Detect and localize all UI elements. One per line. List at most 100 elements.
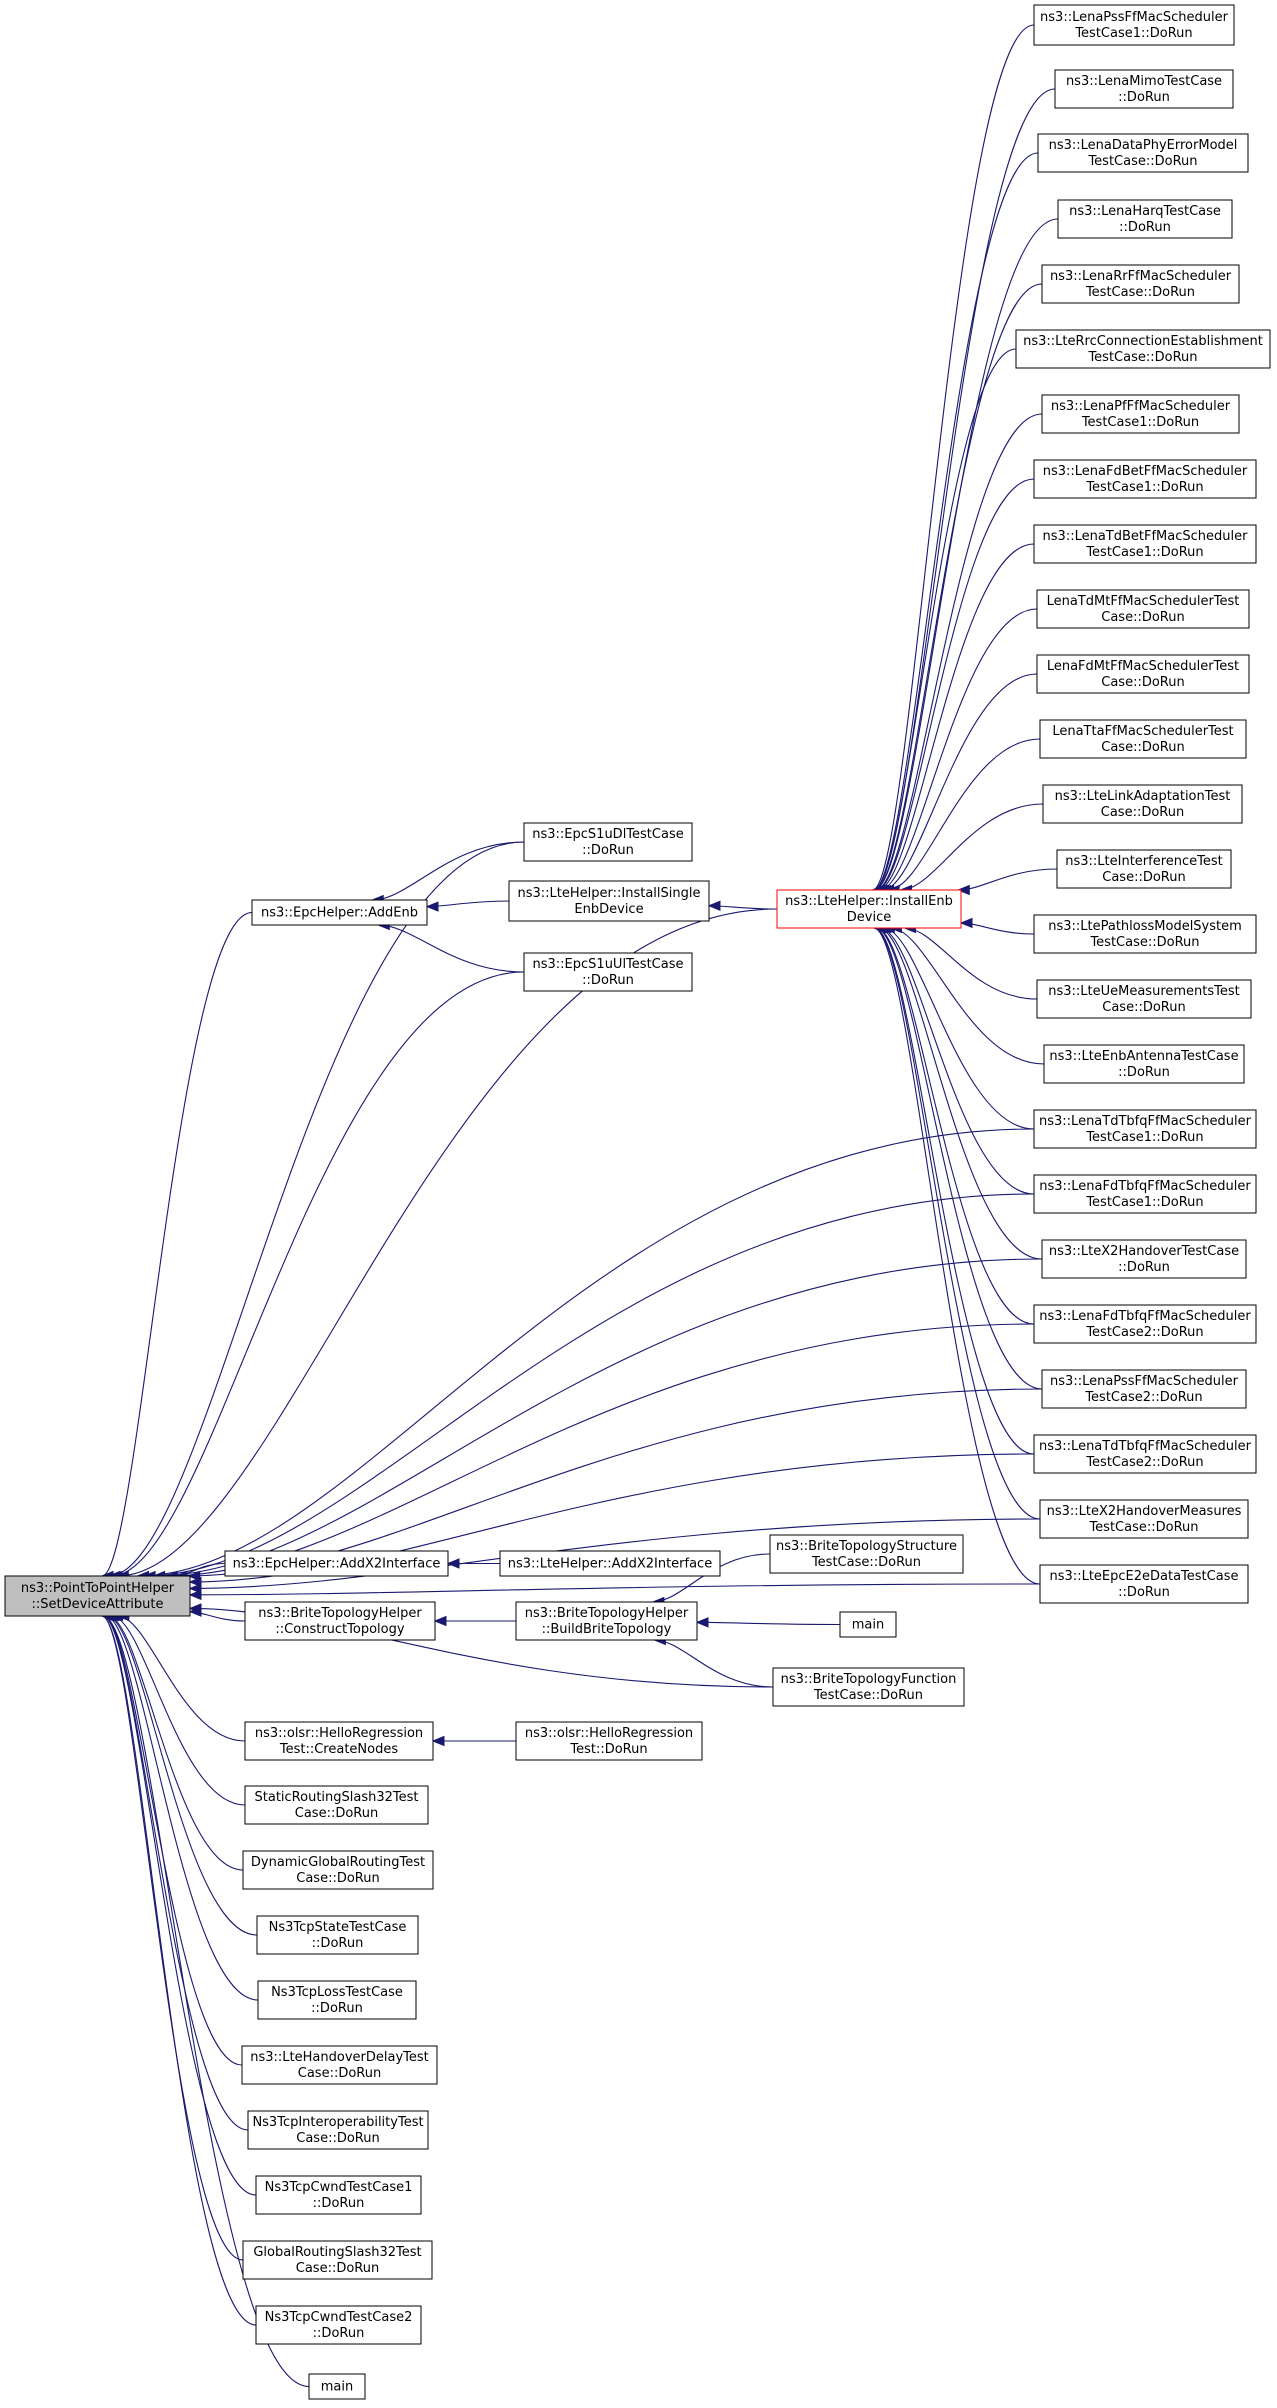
edge-rrc-to-lte_install_enb [873,348,1017,891]
node-label: ns3::LenaPssFfMacScheduler [1040,10,1229,25]
node-pss1[interactable]: ns3::LenaPssFfMacSchedulerTestCase1::DoR… [1033,4,1235,46]
node-fdtbfq1[interactable]: ns3::LenaFdTbfqFfMacSchedulerTestCase1::… [1033,1174,1257,1214]
node-epc-s1u-ul[interactable]: ns3::EpcS1uUlTestCase::DoRun [523,952,693,992]
node-cwnd1[interactable]: Ns3TcpCwndTestCase1::DoRun [255,2175,422,2215]
arrowhead [187,1570,201,1582]
node-tdtbfq1[interactable]: ns3::LenaTdTbfqFfMacSchedulerTestCase1::… [1033,1109,1257,1149]
edge-fdtbfq2-to-lte_install_enb [876,927,1035,1325]
node-label: ::ConstructTopology [275,1622,404,1637]
node-olsr-create[interactable]: ns3::olsr::HelloRegressionTest::CreateNo… [244,1721,434,1761]
node-label: ns3::LenaRrFfMacScheduler [1050,269,1232,284]
edge-epce2e-to-lte_install_enb [873,927,1041,1585]
node-box [839,1611,897,1638]
node-label: LenaTdMtFfMacSchedulerTest [1047,594,1240,609]
node-pathloss[interactable]: ns3::LtePathlossModelSystemTestCase::DoR… [1033,914,1257,954]
node-label: Case::DoRun [1102,870,1185,885]
node-label: ::DoRun [1118,1585,1170,1600]
edge-main1-to-brite_build [696,1621,841,1626]
node-x2hom[interactable]: ns3::LteX2HandoverMeasuresTestCase::DoRu… [1039,1499,1249,1539]
node-harq[interactable]: ns3::LenaHarqTestCase::DoRun [1057,199,1233,239]
node-epc-add-enb[interactable]: ns3::EpcHelper::AddEnb [251,899,428,926]
node-brite-struct[interactable]: ns3::BriteTopologyStructureTestCase::DoR… [769,1534,964,1574]
node-box [255,2175,422,2215]
node-tcpstate[interactable]: Ns3TcpStateTestCase::DoRun [256,1915,419,1955]
nodes: ns3::PointToPointHelper::SetDeviceAttrib… [4,4,1271,2400]
node-box [499,1550,721,1577]
node-box [1039,1564,1249,1604]
edge-olsr_create-to-root [117,1615,246,1742]
node-main2[interactable]: main [308,2373,366,2400]
node-label: TestCase2::DoRun [1085,1325,1203,1340]
node-root[interactable]: ns3::PointToPointHelper::SetDeviceAttrib… [4,1575,191,1617]
node-box [224,1550,449,1577]
node-brite-build[interactable]: ns3::BriteTopologyHelper::BuildBriteTopo… [515,1601,698,1641]
node-lte-addx2[interactable]: ns3::LteHelper::AddX2Interface [499,1550,721,1577]
node-x2ho[interactable]: ns3::LteX2HandoverTestCase::DoRun [1041,1239,1247,1279]
node-pss2[interactable]: ns3::LenaPssFfMacSchedulerTestCase2::DoR… [1041,1369,1247,1409]
node-label: Device [847,910,891,925]
node-label: Case::DoRun [298,2066,381,2081]
node-epce2e[interactable]: ns3::LteEpcE2eDataTestCase::DoRun [1039,1564,1249,1604]
node-fdtbfq2[interactable]: ns3::LenaFdTbfqFfMacSchedulerTestCase2::… [1033,1304,1257,1344]
node-brite-func[interactable]: ns3::BriteTopologyFunctionTestCase::DoRu… [772,1667,965,1707]
node-box [515,1721,703,1761]
node-label: ns3::LenaDataPhyErrorModel [1049,138,1238,153]
node-label: ns3::olsr::HelloRegression [255,1726,423,1741]
node-epc-addx2[interactable]: ns3::EpcHelper::AddX2Interface [224,1550,449,1577]
node-label: ::DoRun [1118,1065,1170,1080]
node-tdtbfq2[interactable]: ns3::LenaTdTbfqFfMacSchedulerTestCase2::… [1033,1434,1257,1474]
node-main1[interactable]: main [839,1611,897,1638]
node-brite-construct[interactable]: ns3::BriteTopologyHelper::ConstructTopol… [244,1601,436,1641]
node-label: ns3::BriteTopologyHelper [258,1606,422,1621]
node-mimo[interactable]: ns3::LenaMimoTestCase::DoRun [1054,69,1234,109]
edges [100,24,1059,2388]
node-label: ns3::LenaFdBetFfMacScheduler [1043,464,1248,479]
node-fdbet[interactable]: ns3::LenaFdBetFfMacSchedulerTestCase1::D… [1033,459,1257,499]
edge-epce2e-to-root [189,1583,1041,1596]
edge-fdtbfq1-to-lte_install_enb [879,927,1035,1195]
node-label: ::DoRun [313,2326,365,2341]
node-label: Case::DoRun [296,2261,379,2276]
arrowhead [188,1583,202,1594]
arrowhead [707,900,721,912]
node-cwnd2[interactable]: Ns3TcpCwndTestCase2::DoRun [255,2305,422,2345]
node-box [1041,264,1240,304]
node-box [242,1850,434,1890]
node-box [1041,1239,1247,1279]
node-box [1033,4,1235,46]
node-box [1039,719,1247,759]
arrowhead [431,1735,445,1747]
node-rrc[interactable]: ns3::LteRrcConnectionEstablishmentTestCa… [1015,329,1271,369]
edge-uemeas-to-lte_install_enb [904,927,1038,1000]
node-label: TestCase1::DoRun [1085,480,1203,495]
node-dataphy[interactable]: ns3::LenaDataPhyErrorModelTestCase::DoRu… [1037,133,1249,173]
node-label: Test::DoRun [569,1742,647,1757]
node-box [769,1534,964,1574]
node-pf[interactable]: ns3::LenaPfFfMacSchedulerTestCase1::DoRu… [1041,394,1240,434]
node-tcploss[interactable]: Ns3TcpLossTestCase::DoRun [257,1980,417,2020]
edge-fdtbfq1-to-root [144,1193,1035,1577]
node-box [1041,394,1240,434]
node-enbant[interactable]: ns3::LteEnbAntennaTestCase::DoRun [1043,1044,1245,1084]
node-label: ns3::LenaFdTbfqFfMacScheduler [1039,1309,1251,1324]
node-label: Test::CreateNodes [279,1742,398,1757]
node-label: ns3::LteHandoverDelayTest [250,2050,428,2065]
node-tdbet[interactable]: ns3::LenaTdBetFfMacSchedulerTestCase1::D… [1033,524,1257,564]
node-label: ::DoRun [1118,90,1170,105]
node-epc-s1u-dl[interactable]: ns3::EpcS1uDlTestCase::DoRun [523,822,693,862]
